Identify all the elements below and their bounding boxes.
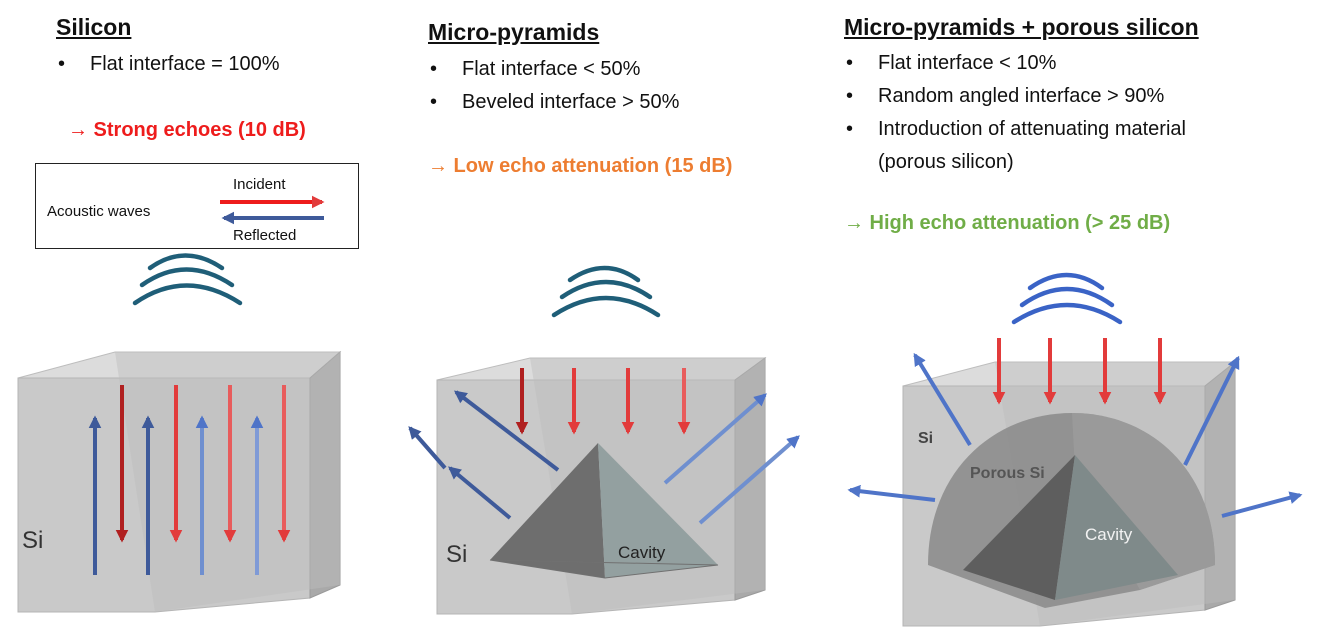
panel-2-bullets: Flat interface < 50% Beveled interface >…	[428, 53, 679, 119]
panel-1-cube-front	[17, 377, 311, 613]
panel-2-pyramid-base-edge	[489, 559, 719, 579]
legend-reflected-label: Reflected	[233, 227, 297, 244]
p2-reflected-arrow	[453, 390, 560, 472]
p3-reflected-arrow	[847, 484, 936, 502]
panel-2-si-label: Si	[446, 541, 467, 568]
panel-2-bullet-2: Beveled interface > 50%	[428, 86, 679, 119]
panel-3-title: Micro-pyramids + porous silicon	[844, 14, 1199, 40]
p3-reflected-arrow	[913, 352, 972, 447]
panel-3-pyramid-left-face	[963, 455, 1075, 600]
panel-1-title: Silicon	[56, 14, 132, 40]
panel-3-bullet-3-text: Introduction of attenuating material	[878, 118, 1186, 140]
panel-3-pyramid-right-face	[1055, 455, 1178, 600]
panel-2-conclusion: → Low echo attenuation (15 dB)	[428, 155, 733, 177]
panel-3-si-label: Si	[918, 430, 933, 447]
panel-1-reflected-arrows	[88, 415, 264, 575]
panel-2-pyramid-left-face	[490, 443, 605, 578]
panel-2-bullet-1: Flat interface < 50%	[428, 53, 679, 86]
panel-2-cavity-label: Cavity	[618, 543, 666, 562]
panel-3-bullets: Flat interface < 10% Random angled inter…	[844, 47, 1186, 179]
panel-3-bullet-3-continuation: (porous silicon)	[878, 151, 1014, 173]
panel-3-porous-label: Porous Si	[970, 465, 1045, 482]
panel-3-bullet-1: Flat interface < 10%	[844, 47, 1186, 80]
panel-1-incident-arrows	[115, 385, 291, 543]
panel-2-incident-arrows	[515, 368, 691, 435]
panel-3-cavity-label: Cavity	[1085, 525, 1133, 544]
panel-1-bullets: Flat interface = 100%	[56, 48, 280, 81]
panel-3-bullet-2: Random angled interface > 90%	[844, 80, 1186, 113]
panel-1-conclusion: → Strong echoes (10 dB)	[68, 119, 306, 141]
p2-reflected-arrow	[408, 426, 447, 470]
panel-1-cube-side	[309, 350, 341, 599]
panel-3-incident-arrows	[992, 338, 1167, 405]
panel-3-waves	[1011, 272, 1123, 325]
p2-reflected-arrow	[663, 393, 767, 485]
legend-box	[35, 163, 359, 249]
panel-3-conclusion: → High echo attenuation (> 25 dB)	[844, 212, 1171, 234]
legend-incident-label: Incident	[233, 176, 286, 193]
panel-1-bullet-1: Flat interface = 100%	[56, 48, 280, 81]
p3-reflected-arrow	[1221, 491, 1303, 518]
panel-2-reflected-arrows	[408, 390, 800, 525]
panel-3-reflected-arrows	[847, 352, 1303, 518]
panel-3-bullet-3: Introduction of attenuating material (po…	[844, 113, 1186, 179]
panel-1-si-label: Si	[22, 527, 43, 554]
panel-3-porous-dome-highlight	[1072, 413, 1215, 590]
p3-reflected-arrow	[1183, 355, 1240, 466]
panel-2-waves	[551, 265, 661, 318]
p2-reflected-arrow	[448, 466, 512, 520]
panel-2-pyramid-right-face	[598, 443, 718, 578]
panel-2-title: Micro-pyramids	[428, 19, 600, 45]
panel-1-waves	[132, 253, 243, 306]
p2-reflected-arrow	[698, 435, 800, 525]
legend-title: Acoustic waves	[47, 203, 151, 220]
